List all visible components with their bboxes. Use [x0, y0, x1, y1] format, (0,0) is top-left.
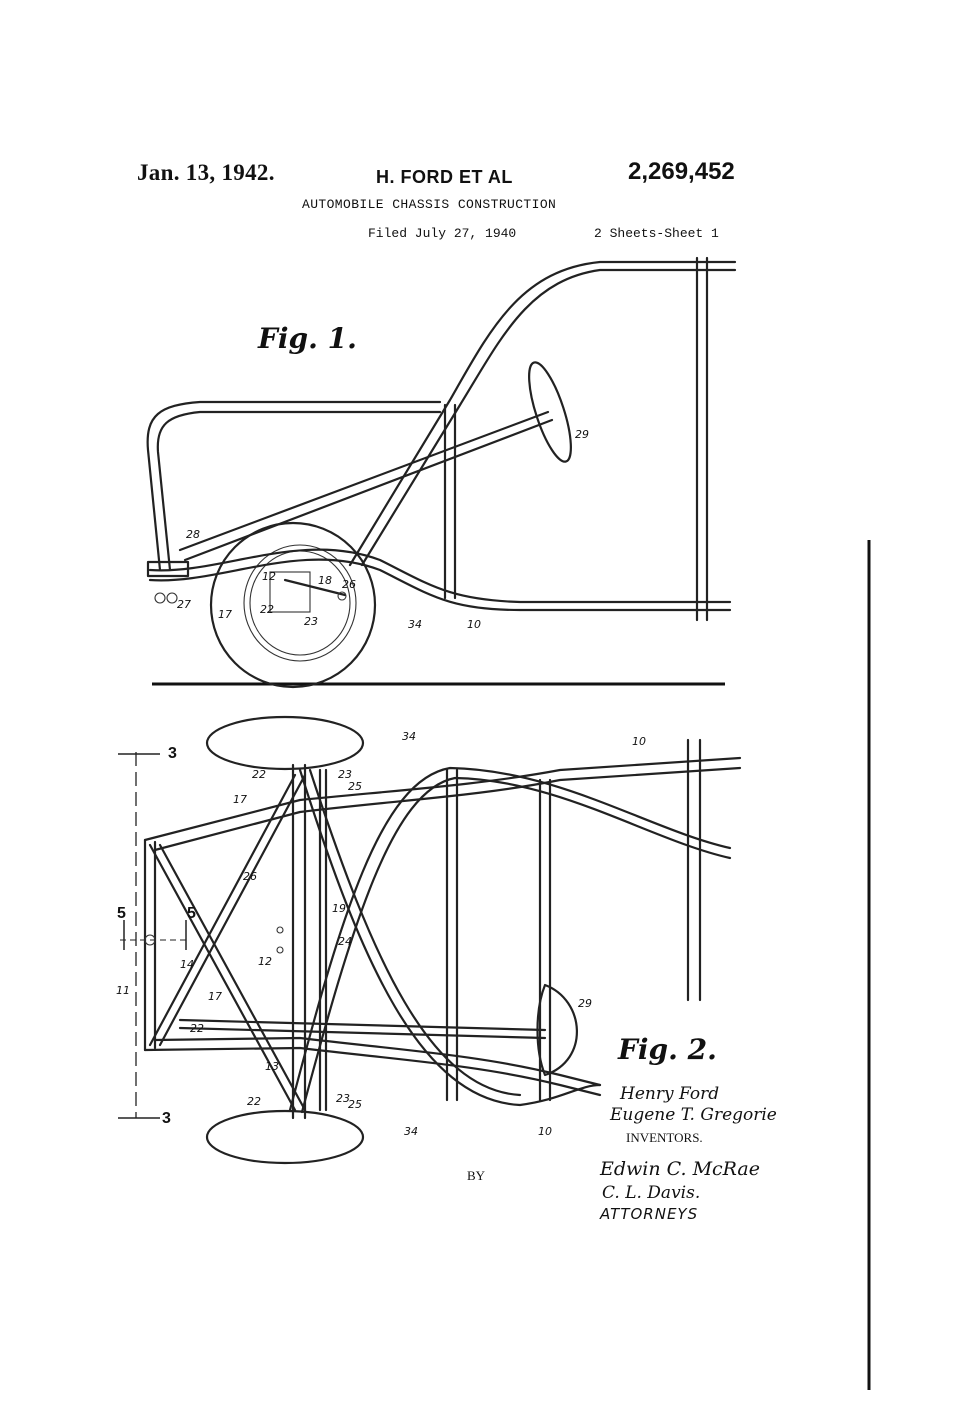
ref-10-bottom: 10 — [538, 1125, 552, 1138]
section-mark-5-right: 5 — [187, 905, 196, 922]
ref-22-top: 22 — [252, 768, 266, 781]
ref-34: 34 — [408, 618, 422, 631]
ref-19: 19 — [332, 902, 346, 915]
patent-date: Jan. 13, 1942. — [137, 160, 275, 185]
ref-34-bottom: 34 — [404, 1125, 418, 1138]
ref-17-mid: 17 — [208, 990, 222, 1003]
fig2-drawing — [118, 715, 742, 1165]
ref-25-top: 25 — [348, 780, 362, 793]
ref-22-mid: 22 — [190, 1022, 204, 1035]
ref-29: 29 — [578, 997, 592, 1010]
ref-10: 10 — [467, 618, 481, 631]
signature-edwin-mcrae: Edwin C. McRae — [600, 1158, 760, 1180]
ref-12: 12 — [258, 955, 272, 968]
ref-12: 12 — [262, 570, 276, 583]
inventors-caption: INVENTORS. — [626, 1130, 703, 1145]
attorneys-caption: ATTORNEYS — [600, 1205, 699, 1223]
ref-25-bottom: 25 — [348, 1098, 362, 1111]
ref-28: 28 — [186, 528, 200, 541]
signature-cl-davis: C. L. Davis. — [602, 1183, 701, 1203]
ref-22: 22 — [260, 603, 274, 616]
patent-number: 2,269,452 — [628, 158, 735, 185]
ref-10-top: 10 — [632, 735, 646, 748]
ref-27: 27 — [177, 598, 191, 611]
ref-17-top: 17 — [233, 793, 247, 806]
ref-14: 14 — [180, 958, 194, 971]
fig1-label: Fig. 1. — [258, 322, 357, 355]
ref-18: 18 — [318, 574, 332, 587]
section-mark-3-top: 3 — [168, 745, 177, 762]
ref-24: 24 — [338, 935, 352, 948]
inventor-name: H. FORD ET AL — [376, 167, 513, 187]
patent-title: AUTOMOBILE CHASSIS CONSTRUCTION — [302, 197, 557, 212]
by-label: BY — [467, 1168, 486, 1183]
ref-17: 17 — [218, 608, 232, 621]
ref-23-bottom: 23 — [336, 1092, 350, 1105]
ref-26: 26 — [243, 870, 257, 883]
sheet-count: 2 Sheets-Sheet 1 — [594, 226, 719, 241]
ref-11: 11 — [116, 984, 130, 997]
signature-eugene-gregorie: Eugene T. Gregorie — [610, 1105, 777, 1125]
filed-date: Filed July 27, 1940 — [368, 226, 517, 241]
signature-henry-ford: Henry Ford — [620, 1084, 720, 1104]
fig2-label: Fig. 2. — [618, 1033, 717, 1066]
ref-23-top: 23 — [338, 768, 352, 781]
ref-29: 29 — [575, 428, 589, 441]
ref-13: 13 — [265, 1060, 279, 1073]
fig1-drawing — [146, 256, 737, 689]
ref-34-top: 34 — [402, 730, 416, 743]
section-mark-3-bottom: 3 — [162, 1110, 171, 1127]
section-mark-5-left: 5 — [117, 905, 126, 922]
ref-23: 23 — [304, 615, 318, 628]
ref-26: 26 — [342, 578, 356, 591]
ref-22-bottom: 22 — [247, 1095, 261, 1108]
